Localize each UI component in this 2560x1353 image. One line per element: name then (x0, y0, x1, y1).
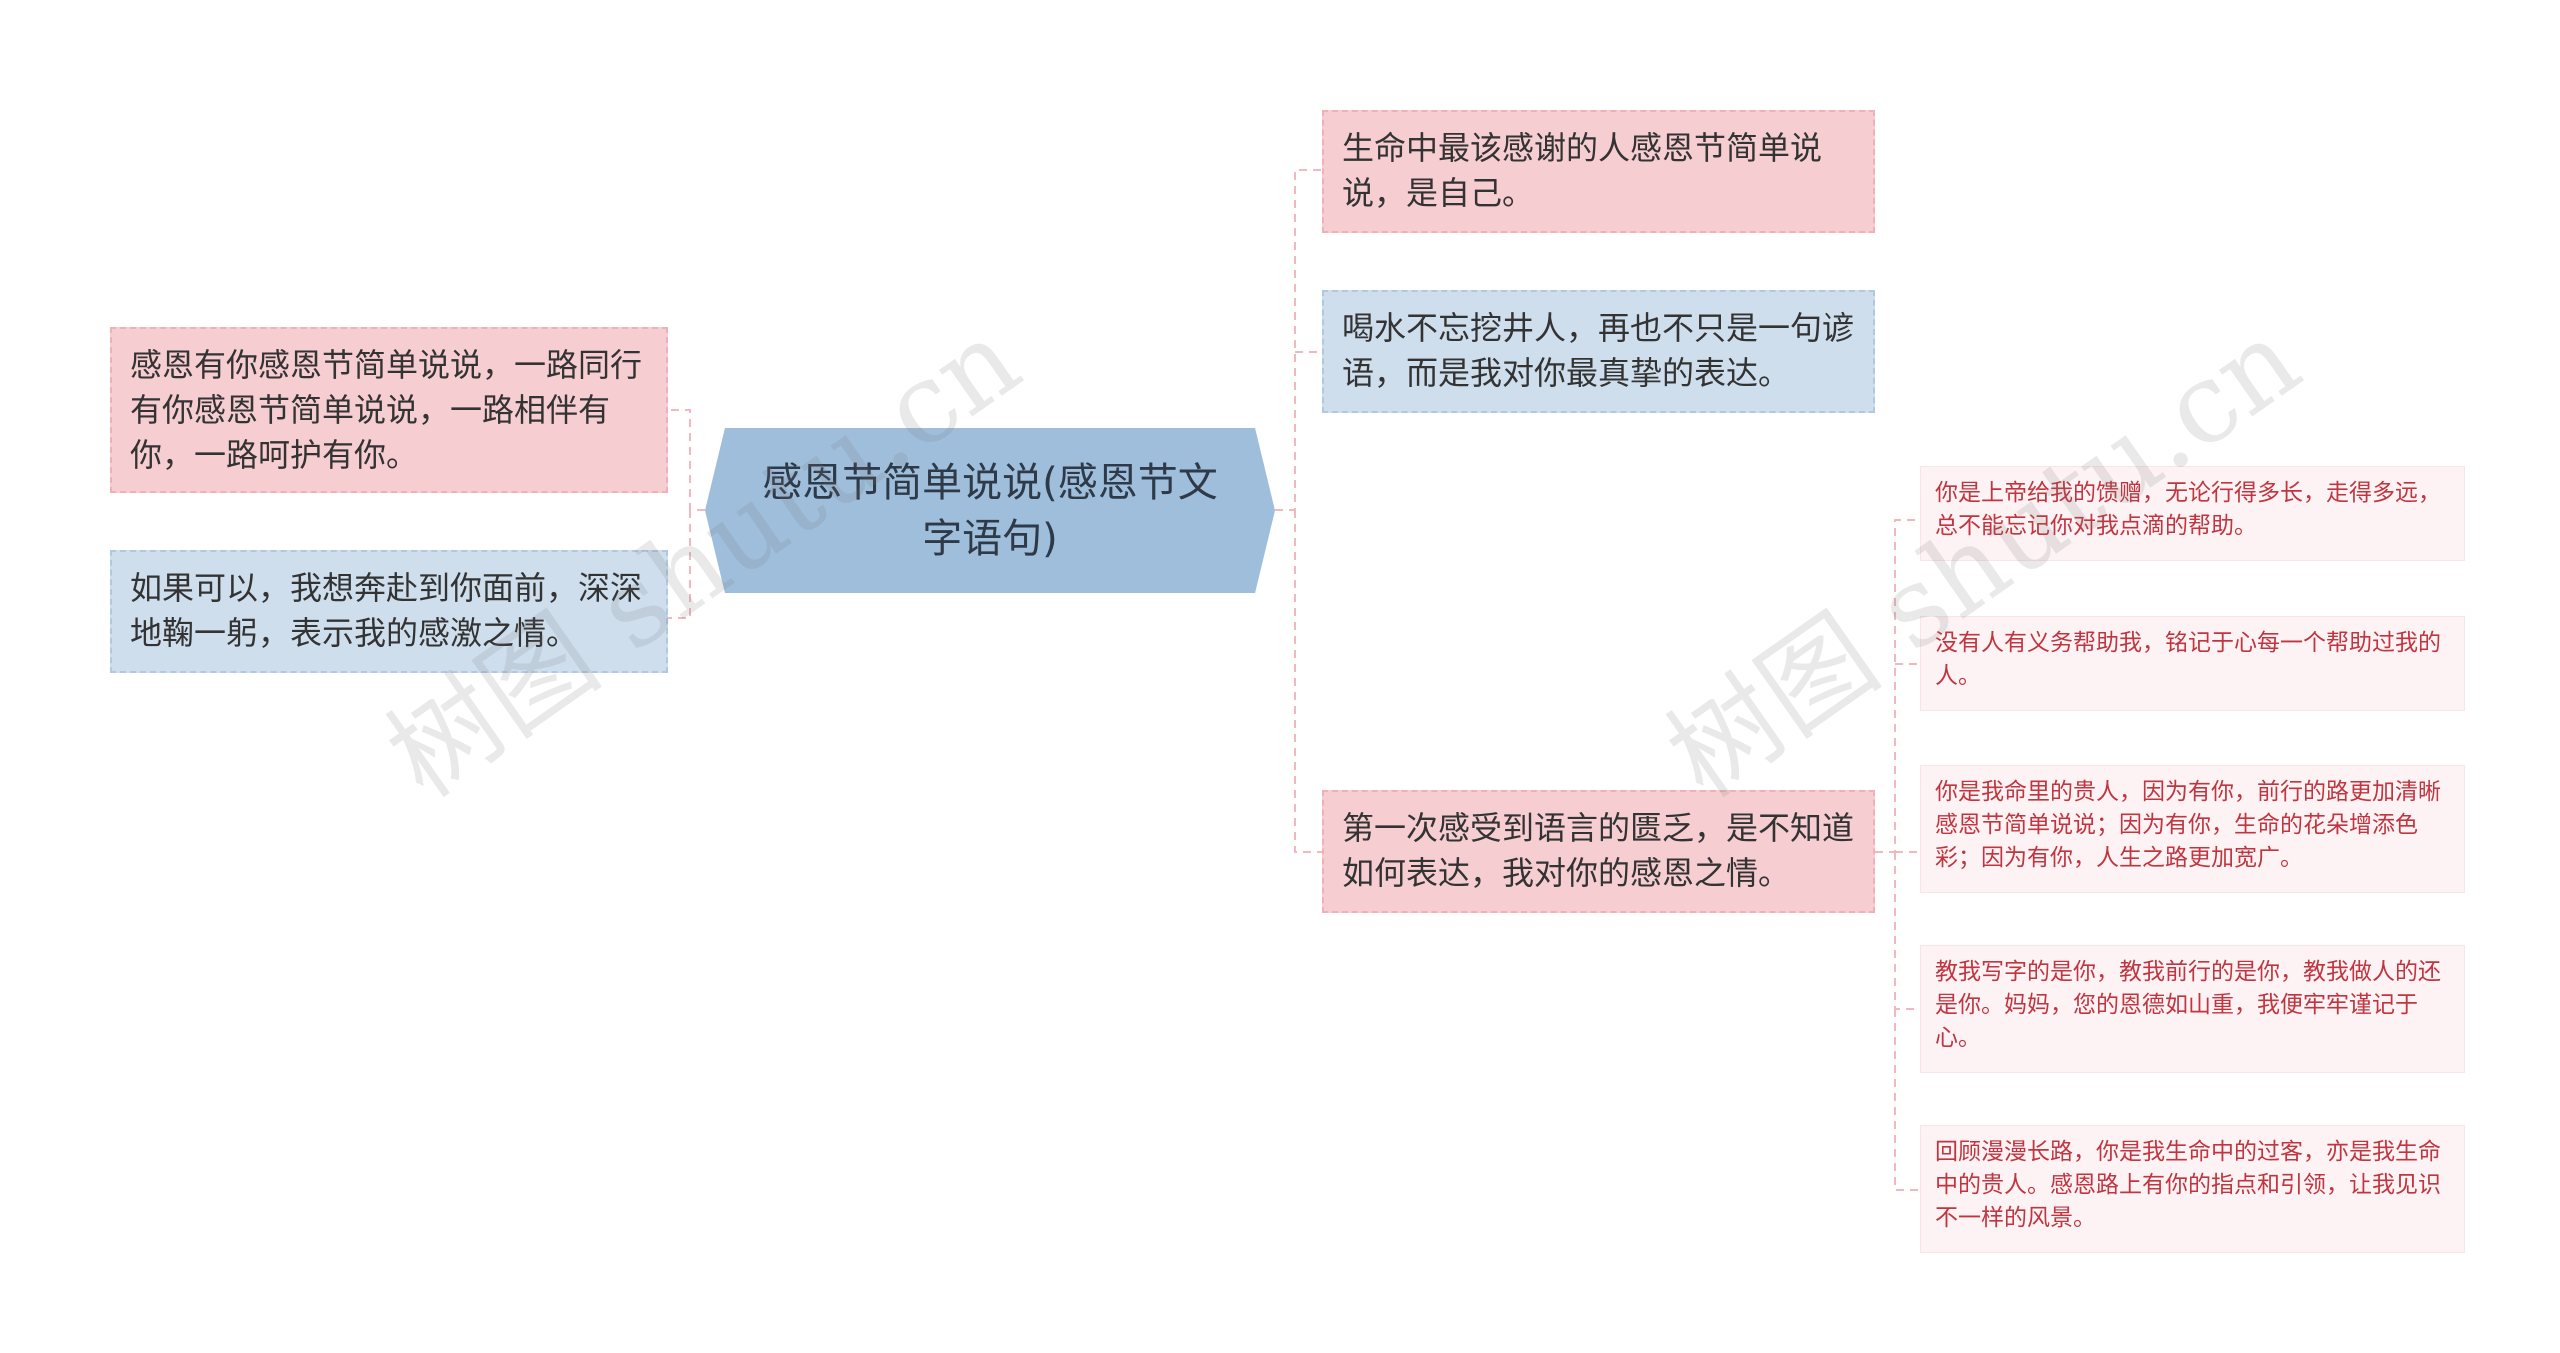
left-node-1[interactable]: 感恩有你感恩节简单说说，一路同行有你感恩节简单说说，一路相伴有你，一路呵护有你。 (110, 327, 668, 493)
sub-node-1[interactable]: 你是上帝给我的馈赠，无论行得多长，走得多远，总不能忘记你对我点滴的帮助。 (1920, 466, 2465, 561)
left-node-2[interactable]: 如果可以，我想奔赴到你面前，深深地鞠一躬，表示我的感激之情。 (110, 550, 668, 673)
right-node-2[interactable]: 喝水不忘挖井人，再也不只是一句谚语，而是我对你最真挚的表达。 (1322, 290, 1875, 413)
left-node-1-text: 感恩有你感恩节简单说说，一路同行有你感恩节简单说说，一路相伴有你，一路呵护有你。 (130, 346, 643, 474)
sub-node-5-text: 回顾漫漫长路，你是我生命中的过客，亦是我生命中的贵人。感恩路上有你的指点和引领，… (1935, 1139, 2441, 1231)
root-topic[interactable]: 感恩节简单说说(感恩节文字语句) (705, 428, 1275, 593)
right-node-1[interactable]: 生命中最该感谢的人感恩节简单说说，是自己。 (1322, 110, 1875, 233)
right-node-3-text: 第一次感受到语言的匮乏，是不知道如何表达，我对你的感恩之情。 (1342, 809, 1855, 892)
sub-node-3-text: 你是我命里的贵人，因为有你，前行的路更加清晰感恩节简单说说；因为有你，生命的花朵… (1935, 779, 2441, 871)
right-node-2-text: 喝水不忘挖井人，再也不只是一句谚语，而是我对你最真挚的表达。 (1342, 309, 1855, 392)
sub-node-2[interactable]: 没有人有义务帮助我，铭记于心每一个帮助过我的人。 (1920, 616, 2465, 711)
sub-node-2-text: 没有人有义务帮助我，铭记于心每一个帮助过我的人。 (1935, 630, 2441, 689)
sub-node-4[interactable]: 教我写字的是你，教我前行的是你，教我做人的还是你。妈妈，您的恩德如山重，我便牢牢… (1920, 945, 2465, 1073)
sub-node-1-text: 你是上帝给我的馈赠，无论行得多长，走得多远，总不能忘记你对我点滴的帮助。 (1935, 480, 2441, 539)
right-node-1-text: 生命中最该感谢的人感恩节简单说说，是自己。 (1342, 129, 1823, 212)
sub-node-3[interactable]: 你是我命里的贵人，因为有你，前行的路更加清晰感恩节简单说说；因为有你，生命的花朵… (1920, 765, 2465, 893)
root-topic-title: 感恩节简单说说(感恩节文字语句) (762, 459, 1218, 562)
right-node-3[interactable]: 第一次感受到语言的匮乏，是不知道如何表达，我对你的感恩之情。 (1322, 790, 1875, 913)
sub-node-5[interactable]: 回顾漫漫长路，你是我生命中的过客，亦是我生命中的贵人。感恩路上有你的指点和引领，… (1920, 1125, 2465, 1253)
left-node-2-text: 如果可以，我想奔赴到你面前，深深地鞠一躬，表示我的感激之情。 (130, 569, 643, 652)
sub-node-4-text: 教我写字的是你，教我前行的是你，教我做人的还是你。妈妈，您的恩德如山重，我便牢牢… (1935, 959, 2441, 1051)
